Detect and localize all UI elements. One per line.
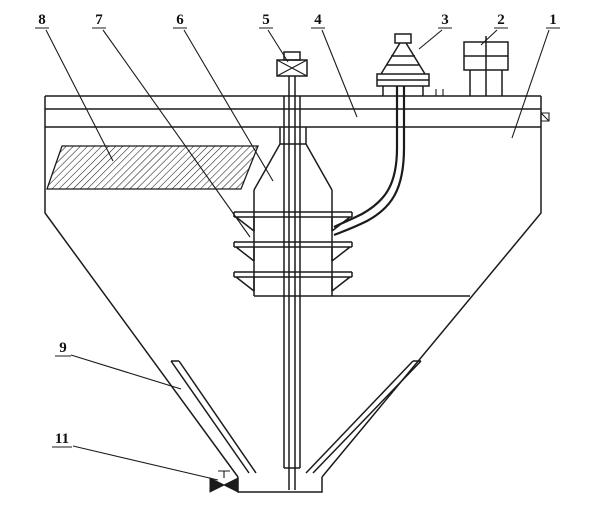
valve-stem <box>218 470 230 478</box>
column-fin-level-2 <box>233 241 353 262</box>
callout-3-leader <box>418 27 452 50</box>
callout-1-leader <box>511 27 560 139</box>
launder-support-ticks <box>435 89 444 96</box>
drive-outline <box>376 33 430 96</box>
callouts: 8 7 6 5 4 3 2 1 9 11 <box>35 12 560 481</box>
callout-1-label: 1 <box>549 12 557 28</box>
callout-11-label: 11 <box>55 431 69 447</box>
callout-9-leader <box>55 354 182 390</box>
callout-2-leader <box>480 27 508 46</box>
callout-7-leader <box>92 27 251 238</box>
callout-6-leader <box>173 27 274 182</box>
callout-8-leader <box>35 27 114 162</box>
callout-5-label: 5 <box>262 12 270 28</box>
valve-body-right <box>222 477 239 493</box>
callout-2-label: 2 <box>497 12 505 28</box>
callout-11-leader <box>52 445 219 481</box>
callout-8-label: 8 <box>38 12 46 28</box>
column-fin-level-1 <box>233 211 353 232</box>
feed-pipe-inner-wall <box>333 86 399 228</box>
feed-pipe <box>333 86 406 237</box>
shaft-guide-tube <box>283 96 301 469</box>
agitator-shaft <box>276 51 308 490</box>
drive-assembly <box>376 33 430 96</box>
bottom-sump <box>237 477 323 493</box>
control-box <box>463 36 509 96</box>
control-box-outline <box>463 36 509 96</box>
discharge-valve <box>209 470 239 493</box>
shaft-lines <box>288 76 296 490</box>
callout-4-label: 4 <box>314 12 322 28</box>
feed-pipe-outer-wall <box>333 86 406 237</box>
overflow-nozzle-icon <box>540 112 550 122</box>
callout-5-leader <box>259 27 289 63</box>
center-column <box>233 127 353 296</box>
shaft-bearing-box <box>276 59 308 77</box>
inner-cone <box>170 360 422 474</box>
callout-4-leader <box>311 27 358 118</box>
top-launder-lines <box>45 95 541 128</box>
lamella-plate-pack <box>46 145 259 190</box>
column-fin-level-3 <box>233 271 353 292</box>
callout-3-label: 3 <box>441 12 449 28</box>
valve-body-left <box>209 477 226 493</box>
callout-9-label: 9 <box>59 340 67 356</box>
column-hood-outline <box>253 127 333 296</box>
inner-cone-walls <box>170 360 422 474</box>
callout-7-label: 7 <box>95 12 103 28</box>
callout-6-label: 6 <box>176 12 184 28</box>
bearing-cross-brace <box>276 59 308 77</box>
hatched-plate-region <box>46 145 259 190</box>
